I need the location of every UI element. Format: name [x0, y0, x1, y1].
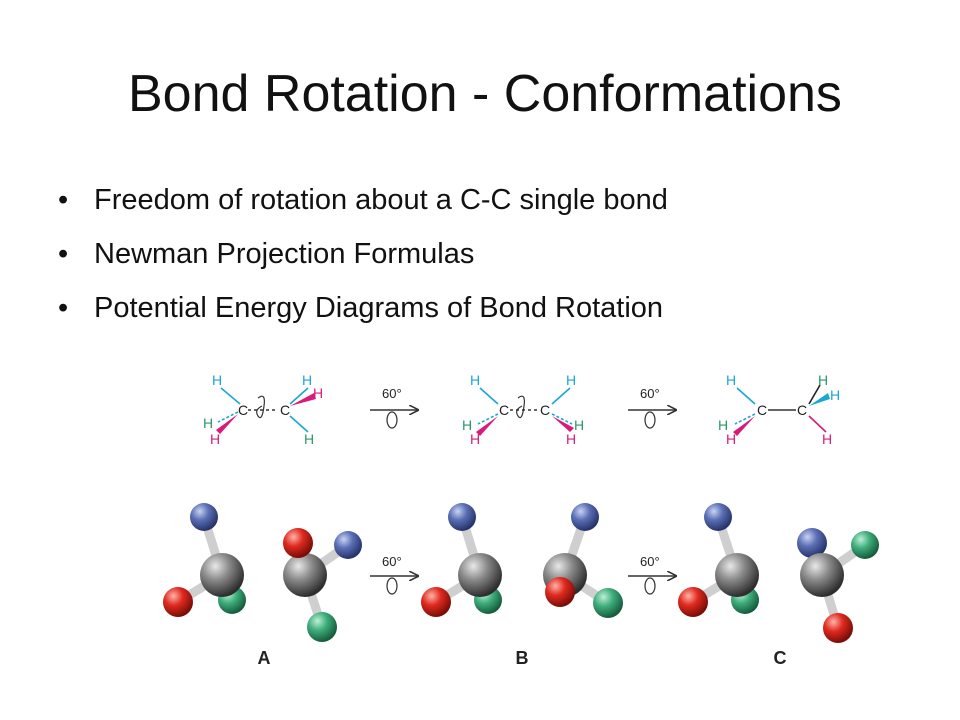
rotation-loop-icon — [386, 577, 398, 595]
rotation-loop-icon — [644, 411, 656, 429]
bond — [808, 415, 827, 433]
rotation-step-3: 60° — [370, 554, 418, 595]
bullet-list: • Freedom of rotation about a C-C single … — [58, 173, 668, 335]
carbon-label: C — [499, 402, 509, 418]
rotation-angle-label: 60° — [640, 386, 660, 401]
hydrogen-label: H — [566, 431, 576, 447]
carbon-atom — [458, 553, 502, 597]
hashed-bond — [551, 413, 573, 425]
hydrogen-label: H — [470, 431, 480, 447]
bullet-item: • Freedom of rotation about a C-C single … — [58, 173, 668, 227]
red-atom — [823, 613, 853, 643]
blue-atom — [448, 503, 476, 531]
hydrogen-label: H — [304, 431, 314, 447]
hydrogen-label: H — [566, 372, 576, 388]
red-atom — [421, 587, 451, 617]
bullet-item: • Potential Energy Diagrams of Bond Rotat… — [58, 281, 668, 335]
red-atom — [283, 528, 313, 558]
hydrogen-label: H — [822, 431, 832, 447]
hydrogen-label: H — [718, 417, 728, 433]
bullet-text: Freedom of rotation about a C-C single b… — [94, 184, 668, 216]
conformation-label: C — [774, 648, 787, 668]
red-atom — [678, 587, 708, 617]
hashed-bond — [734, 413, 756, 425]
carbon-atom — [715, 553, 759, 597]
hydrogen-label: H — [574, 417, 584, 433]
blue-atom — [190, 503, 218, 531]
hashed-bond — [477, 413, 499, 425]
hydrogen-label: H — [302, 372, 312, 388]
hydrogen-label: H — [726, 431, 736, 447]
conformation-label: B — [516, 648, 529, 668]
hydrogen-label: H — [830, 387, 840, 403]
rotation-angle-label: 60° — [640, 554, 660, 569]
red-atom — [545, 577, 575, 607]
blue-atom — [571, 503, 599, 531]
wedge-bond — [809, 393, 830, 406]
rotation-angle-label: 60° — [382, 554, 402, 569]
carbon-label: C — [238, 402, 248, 418]
slide-title: Bond Rotation - Conformations — [128, 65, 842, 123]
blue-atom — [334, 531, 362, 559]
wedge-bond — [216, 414, 238, 434]
green-atom — [851, 531, 879, 559]
wedge-bond — [290, 393, 316, 406]
rotation-arrow-icon — [256, 395, 265, 419]
bond — [289, 387, 309, 405]
hydrogen-label: H — [470, 372, 480, 388]
bullet-item: • Newman Projection Formulas — [58, 227, 668, 281]
green-atom — [593, 588, 623, 618]
ball-stick-model-a: A — [163, 503, 362, 668]
wedge-bond — [552, 416, 574, 432]
bond — [736, 387, 756, 405]
line-structure-c: C C H H H H H H — [718, 372, 840, 447]
bond — [551, 387, 571, 405]
wedge-bond — [733, 416, 755, 436]
rotation-step-2: 60° — [628, 386, 676, 429]
hydrogen-label: H — [203, 415, 213, 431]
bond — [479, 387, 499, 405]
conformation-label: A — [258, 648, 271, 668]
bond — [220, 387, 241, 405]
bullet-dot: • — [58, 292, 69, 324]
carbon-label: C — [280, 402, 290, 418]
rotation-step-4: 60° — [628, 554, 676, 595]
bullet-text: Potential Energy Diagrams of Bond Rotati… — [94, 292, 664, 324]
carbon-label: C — [797, 402, 807, 418]
line-structure-a: C C H H H H H H — [203, 372, 323, 447]
ball-stick-model-c: C — [678, 503, 879, 668]
ball-stick-model-b: B — [421, 503, 623, 668]
carbon-atom — [283, 553, 327, 597]
hydrogen-label: H — [210, 431, 220, 447]
bullet-dot: • — [58, 238, 69, 270]
bullet-text: Newman Projection Formulas — [94, 238, 475, 270]
hydrogen-label: H — [726, 372, 736, 388]
rotation-loop-icon — [644, 577, 656, 595]
bond — [808, 384, 821, 405]
hydrogen-label: H — [818, 372, 828, 388]
bullet-dot: • — [58, 184, 69, 216]
blue-atom — [704, 503, 732, 531]
bond — [289, 415, 309, 433]
red-atom — [163, 587, 193, 617]
rotation-loop-icon — [386, 411, 398, 429]
rotation-angle-label: 60° — [382, 386, 402, 401]
rotation-arrow-icon — [516, 395, 525, 419]
hydrogen-label: H — [212, 372, 222, 388]
hashed-bond — [217, 411, 239, 423]
green-atom — [307, 612, 337, 642]
hydrogen-label: H — [313, 385, 323, 401]
wedge-bond — [476, 416, 498, 436]
line-structure-b: C C H H H H H H — [462, 372, 584, 447]
hydrogen-label: H — [462, 417, 472, 433]
carbon-atom — [200, 553, 244, 597]
blue-atom — [797, 528, 827, 558]
rotation-step-1: 60° — [370, 386, 418, 429]
carbon-label: C — [757, 402, 767, 418]
carbon-label: C — [540, 402, 550, 418]
carbon-atom — [800, 553, 844, 597]
